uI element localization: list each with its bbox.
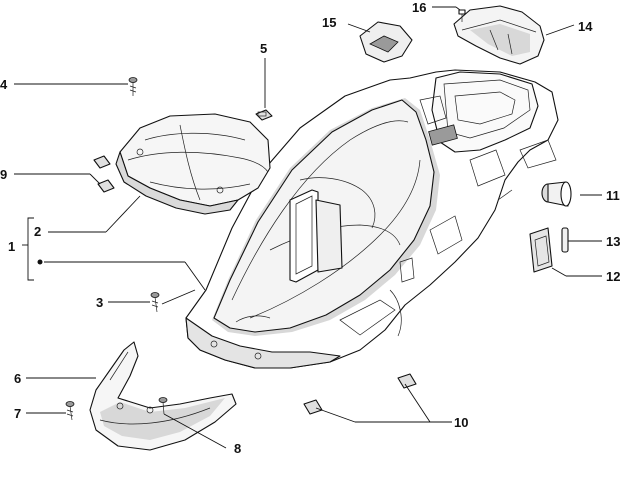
callout-9: 9 xyxy=(0,167,7,182)
callout-7: 7 xyxy=(14,406,21,421)
callout-16: 16 xyxy=(412,0,426,15)
bracket-12 xyxy=(529,227,553,273)
assembly-bracket-1 xyxy=(22,217,43,281)
callout-4: 4 xyxy=(0,77,8,92)
callout-14: 14 xyxy=(578,19,593,34)
callout-5: 5 xyxy=(260,41,267,56)
screw-16 xyxy=(458,9,466,22)
small-cap xyxy=(359,21,413,63)
grommet-11 xyxy=(541,181,572,207)
lower-panel xyxy=(89,341,237,451)
compartment-lid xyxy=(115,113,271,215)
screw-4 xyxy=(128,77,138,96)
callout-2: 2 xyxy=(34,224,41,239)
callout-12: 12 xyxy=(606,269,620,284)
callout-labels: 1 2 3 4 5 6 7 8 9 10 11 12 13 14 15 16 xyxy=(0,0,620,456)
helmet-compartment xyxy=(185,69,559,369)
screw-7 xyxy=(65,401,75,421)
callout-10: 10 xyxy=(454,415,468,430)
callout-3: 3 xyxy=(96,295,103,310)
screw-3 xyxy=(150,292,160,313)
callout-13: 13 xyxy=(606,234,620,249)
callout-6: 6 xyxy=(14,371,21,386)
pin-13 xyxy=(561,227,569,253)
screw-8 xyxy=(158,397,168,415)
clip-nut-10 xyxy=(303,373,417,415)
clip-nut-5 xyxy=(255,109,273,121)
callout-1: 1 xyxy=(8,239,15,254)
rear-cover xyxy=(453,5,545,65)
callout-15: 15 xyxy=(322,15,336,30)
callout-8: 8 xyxy=(234,441,241,456)
clip-nut-9 xyxy=(93,155,115,193)
callout-11: 11 xyxy=(606,188,620,203)
leader-lines xyxy=(14,6,602,449)
